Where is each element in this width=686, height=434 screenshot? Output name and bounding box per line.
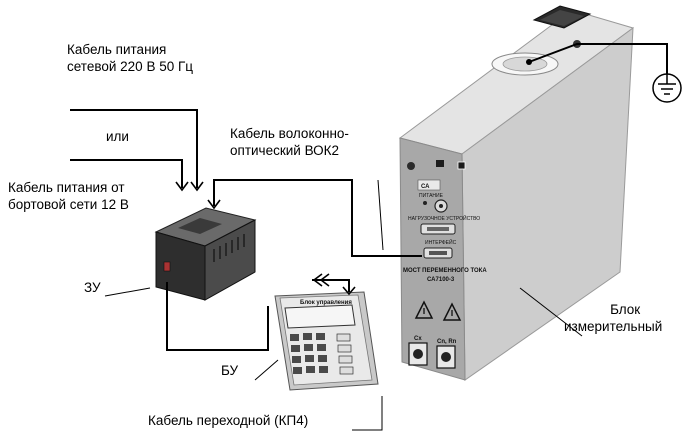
control-unit-header: Блок управления — [300, 300, 352, 306]
mains-cable — [70, 109, 198, 188]
svg-text:ПИТАНИЕ: ПИТАНИЕ — [419, 193, 444, 199]
charger-pointer-line — [104, 287, 151, 297]
plug-arrow-icon — [175, 181, 189, 192]
measuring-unit-label: Блок измерительный — [564, 302, 663, 334]
plug-arrow-icon — [319, 273, 330, 287]
control-unit-display — [284, 304, 356, 329]
ground-symbol-icon — [652, 73, 682, 103]
adapter-cable-label: Кабель переходной (КП4) — [148, 413, 309, 428]
plug-arrow-icon — [190, 181, 204, 192]
svg-text:СА: СА — [421, 184, 430, 190]
svg-text:Cn, Rn: Cn, Rn — [437, 339, 457, 345]
adapter-cable — [166, 282, 269, 351]
charger-label: ЗУ — [84, 280, 101, 295]
measuring-unit-pointer-line — [519, 287, 583, 337]
keypad — [290, 333, 354, 375]
onboard-cable — [70, 159, 183, 188]
warning-icon — [442, 302, 462, 321]
measuring-unit: СА ПИТАНИЕ НАГРУЗОЧНОЕ УСТРОЙСТВО ИНТЕРФ… — [398, 5, 635, 381]
plug-arrow-icon — [207, 199, 221, 210]
warning-icon — [414, 300, 434, 319]
fiber-optic-cable — [213, 179, 422, 257]
ground-connection — [526, 43, 668, 74]
charger-side — [204, 219, 256, 301]
control-unit-pointer-line — [254, 359, 279, 381]
control-unit: Блок управления — [274, 291, 379, 391]
onboard-cable-label: Кабель питания от бортовой сети 12 В — [8, 180, 129, 212]
charger-unit — [154, 207, 257, 301]
or-label: или — [106, 129, 129, 144]
adapter-pointer-line — [352, 396, 383, 431]
manufacturer-logo — [417, 179, 441, 191]
device-model: СА7100-3 — [427, 277, 455, 283]
plug-arrow-icon — [342, 286, 356, 296]
charger-switch — [163, 261, 171, 272]
fiber-cable-label: Кабель волоконно- оптический ВОК2 — [230, 126, 349, 158]
cables — [70, 109, 422, 351]
svg-text:ИНТЕРФЕЙС: ИНТЕРФЕЙС — [425, 238, 457, 246]
mains-cable-label: Кабель питания сетевой 220 В 50 Гц — [67, 42, 194, 74]
svg-text:НАГРУЗОЧНОЕ УСТРОЙСТВО: НАГРУЗОЧНОЕ УСТРОЙСТВО — [408, 214, 480, 222]
fiber-pointer-line — [377, 179, 384, 251]
adapter-cable-top — [312, 279, 350, 292]
svg-text:Cx: Cx — [414, 336, 422, 342]
control-unit-label: БУ — [221, 363, 239, 378]
plug-arrow-icon — [312, 273, 323, 287]
device-title: МОСТ ПЕРЕМЕННОГО ТОКА — [403, 268, 487, 274]
